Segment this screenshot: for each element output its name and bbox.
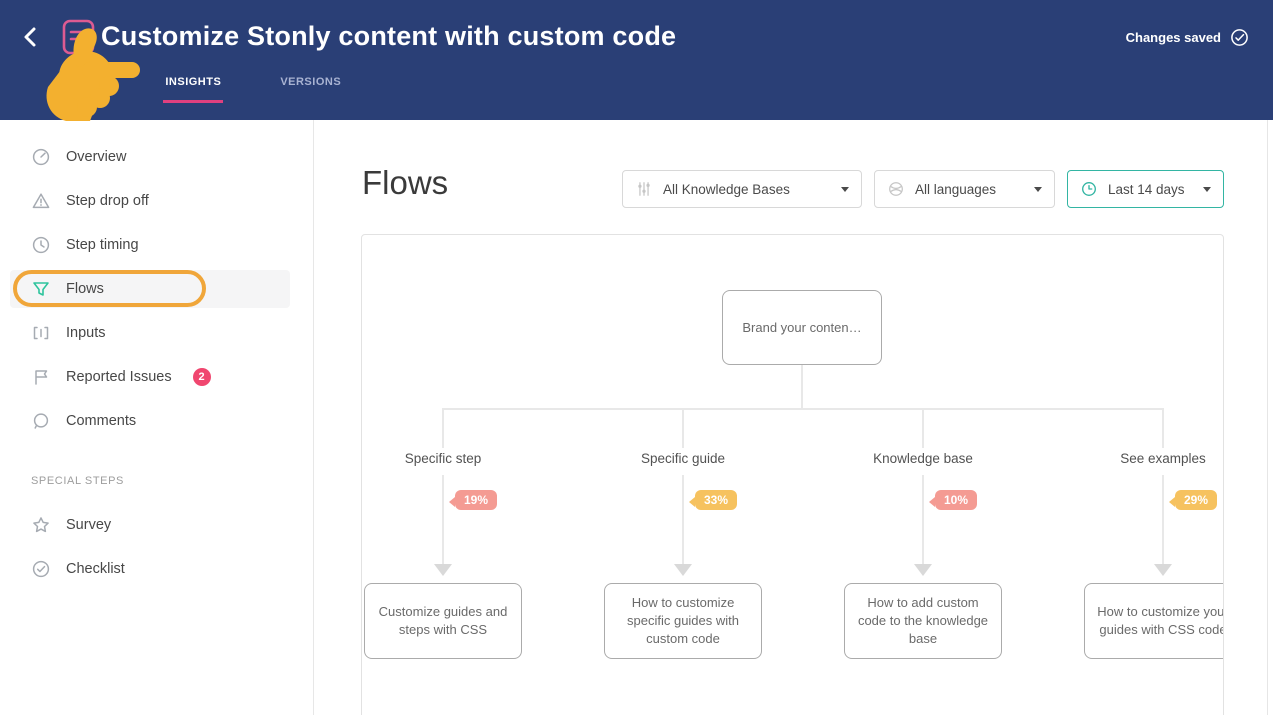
sidebar-item-step-drop-off[interactable]: Step drop off (0, 179, 314, 223)
flow-target-node[interactable]: How to add custom code to the knowledge … (844, 583, 1002, 659)
caret-down-icon (841, 186, 849, 192)
branch-percent-badge: 29% (1168, 490, 1218, 510)
connector-line (682, 408, 684, 448)
sidebar-item-step-timing[interactable]: Step timing (0, 223, 314, 267)
filter-label: All languages (915, 181, 997, 197)
branch-label: Knowledge base (873, 451, 973, 466)
scrollbar-track[interactable] (1267, 120, 1268, 715)
caret-down-icon (1034, 186, 1042, 192)
sidebar-item-label: Comments (66, 413, 137, 429)
page-title: Customize Stonly content with custom cod… (101, 21, 677, 51)
connector-line (442, 408, 444, 448)
branch-percent-badge: 19% (448, 490, 498, 510)
check-circle-icon (1231, 29, 1248, 46)
clock-icon (31, 235, 51, 255)
clock-icon (1082, 182, 1096, 196)
sidebar-nav: Overview Step drop off Step timing Flows (0, 135, 314, 443)
guide-document-icon (62, 19, 95, 55)
language-filter-dropdown[interactable]: All languages (874, 170, 1055, 208)
save-status-label: Changes saved (1125, 30, 1221, 45)
top-header: Customize Stonly content with custom cod… (0, 0, 1273, 120)
branch-label: Specific step (404, 451, 482, 466)
filter-label: Last 14 days (1108, 181, 1185, 197)
sidebar-item-reported-issues[interactable]: Reported Issues 2 (0, 355, 314, 399)
sidebar-item-flows[interactable]: Flows (0, 267, 314, 311)
filter-bar: All Knowledge Bases All languages Last 1… (622, 170, 1224, 208)
sidebar-item-overview[interactable]: Overview (0, 135, 314, 179)
sidebar-item-label: Step drop off (66, 193, 149, 209)
caret-down-icon (1203, 186, 1211, 192)
branch-label: Specific guide (640, 451, 726, 466)
flow-target-node[interactable]: Customize guides and steps with CSS (364, 583, 522, 659)
funnel-icon (31, 279, 51, 299)
save-status: Changes saved (1126, 28, 1249, 47)
sidebar-item-label: Inputs (66, 325, 106, 341)
sidebar-special-nav: Survey Checklist (0, 503, 314, 591)
back-button[interactable] (18, 24, 44, 50)
warning-triangle-icon (31, 191, 51, 211)
connector-line (1162, 475, 1164, 564)
tab-versions[interactable]: VERSIONS (280, 76, 342, 88)
sidebar-item-label: Flows (66, 281, 104, 297)
sidebar-item-inputs[interactable]: Inputs (0, 311, 314, 355)
branch-label: See examples (1120, 451, 1206, 466)
special-steps-section-label: SPECIAL STEPS (31, 475, 124, 487)
connector-line (801, 365, 803, 408)
connector-line (442, 475, 444, 564)
flow-target-node[interactable]: How to customize specific guides with cu… (604, 583, 762, 659)
tab-insights[interactable]: INSIGHTS (163, 74, 224, 103)
filter-label: All Knowledge Bases (663, 181, 790, 197)
connector-line (682, 475, 684, 564)
insights-sidebar: Overview Step drop off Step timing Flows (0, 120, 314, 715)
active-row-highlight (10, 270, 290, 308)
branch-percent-badge: 33% (688, 490, 738, 510)
flow-root-node[interactable]: Brand your conten… (722, 290, 882, 365)
comment-bubble-icon (31, 411, 51, 431)
sliders-icon (638, 182, 650, 196)
flow-target-node[interactable]: How to customize your guides with CSS co… (1084, 583, 1223, 659)
globe-icon (889, 182, 903, 196)
star-icon (31, 515, 51, 535)
input-brackets-icon (31, 323, 51, 343)
check-circle-icon (31, 559, 51, 579)
connector-line (922, 475, 924, 564)
gauge-icon (31, 147, 51, 167)
reported-issues-count-badge: 2 (192, 368, 211, 386)
sidebar-item-label: Checklist (66, 561, 125, 577)
arrow-down-icon (674, 564, 692, 576)
arrow-down-icon (1154, 564, 1172, 576)
flows-page-heading: Flows (362, 164, 449, 201)
flows-diagram-panel: Brand your conten… Specific step 19% Cus… (361, 234, 1224, 715)
sidebar-item-label: Survey (66, 517, 112, 533)
connector-line (922, 408, 924, 448)
arrow-down-icon (434, 564, 452, 576)
tab-editor[interactable]: EDITOR (62, 76, 107, 88)
connector-line (1162, 408, 1164, 448)
sidebar-item-comments[interactable]: Comments (0, 399, 314, 443)
sidebar-item-label: Step timing (66, 237, 139, 253)
sidebar-item-checklist[interactable]: Checklist (0, 547, 314, 591)
arrow-down-icon (914, 564, 932, 576)
branch-percent-badge: 10% (928, 490, 978, 510)
chevron-left-icon (24, 27, 36, 47)
connector-line (442, 408, 1164, 410)
tab-bar: EDITOR INSIGHTS VERSIONS (60, 74, 343, 103)
knowledge-base-filter-dropdown[interactable]: All Knowledge Bases (622, 170, 862, 208)
sidebar-item-label: Overview (66, 149, 127, 165)
sidebar-item-label: Reported Issues (66, 369, 172, 385)
flag-icon (31, 367, 51, 387)
date-range-filter-dropdown[interactable]: Last 14 days (1067, 170, 1224, 208)
sidebar-item-survey[interactable]: Survey (0, 503, 314, 547)
